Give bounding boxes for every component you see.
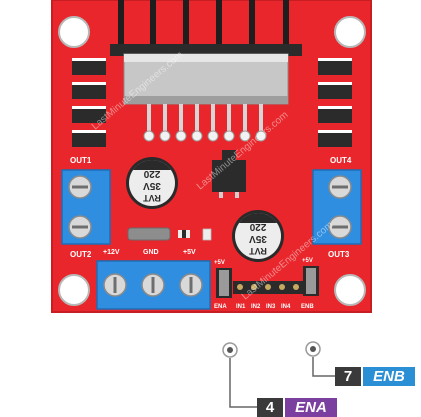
label-enb: ENB (301, 304, 314, 310)
label-in2: IN2 (251, 304, 261, 310)
input-header (233, 281, 303, 294)
terminal-power (96, 260, 211, 310)
label-gnd: GND (143, 249, 159, 256)
diodes-left (72, 58, 106, 147)
smd-resistor (178, 230, 190, 238)
pin-callouts: 7 ENB 4 ENA (222, 341, 415, 417)
mounting-holes (58, 16, 366, 306)
enb-label-box (363, 367, 415, 386)
ena-leader-line (229, 358, 257, 408)
board-edge (51, 0, 372, 313)
enb-number-box (335, 367, 361, 386)
motor-driver-board: OUT1 OUT4 OUT2 OUT3 RVT 35V (51, 0, 372, 313)
label-5v-ena: +5V (214, 260, 225, 266)
ena-jumper (216, 268, 232, 298)
label-in4: IN4 (281, 304, 291, 310)
ena-label-box (285, 398, 337, 417)
label-in1: IN1 (236, 304, 246, 310)
mounting-hole-bottom-right (334, 274, 366, 306)
label-5v-enb: +5V (302, 258, 313, 264)
heatsink (110, 0, 302, 105)
label-5v: +5V (183, 249, 196, 256)
jumper-5v-enable (127, 227, 171, 241)
label-in3: IN3 (266, 304, 276, 310)
enb-pin-label: ENB (373, 368, 405, 385)
label-ena: ENA (214, 304, 227, 310)
diodes-right (318, 58, 352, 147)
cap-right-value: 220 (249, 221, 266, 232)
smd-led (202, 228, 212, 241)
enb-pin-number: 7 (344, 368, 352, 385)
mounting-hole-bottom-left (58, 274, 90, 306)
capacitor-right: RVT 35V 220 (232, 210, 284, 262)
cap-right-voltage: 35V (249, 233, 267, 244)
mounting-hole-top-left (58, 16, 90, 48)
voltage-regulator (212, 150, 246, 198)
label-out2: OUT2 (70, 250, 92, 259)
enb-jumper (303, 266, 319, 296)
mounting-hole-top-right (334, 16, 366, 48)
cap-left-voltage: 35V (143, 180, 161, 191)
cap-left-value: 220 (143, 168, 160, 179)
label-out3: OUT3 (328, 250, 350, 259)
driver-chip-pins (143, 104, 267, 142)
terminal-out3-out4 (312, 169, 362, 245)
label-out4: OUT4 (330, 156, 352, 165)
callout-ena: 4 ENA (222, 342, 337, 417)
ena-number-box (257, 398, 283, 417)
cap-left-rvt: RVT (143, 193, 161, 203)
callout-enb: 7 ENB (305, 341, 415, 386)
ena-pin-number: 4 (266, 399, 275, 416)
terminal-out1-out2 (61, 169, 111, 245)
cap-right-rvt: RVT (249, 246, 267, 256)
capacitor-left: RVT 35V 220 (126, 157, 178, 209)
enb-leader-line (312, 357, 335, 377)
label-out1: OUT1 (70, 156, 92, 165)
ena-pin-label: ENA (295, 399, 327, 416)
label-12v: +12V (103, 249, 120, 256)
